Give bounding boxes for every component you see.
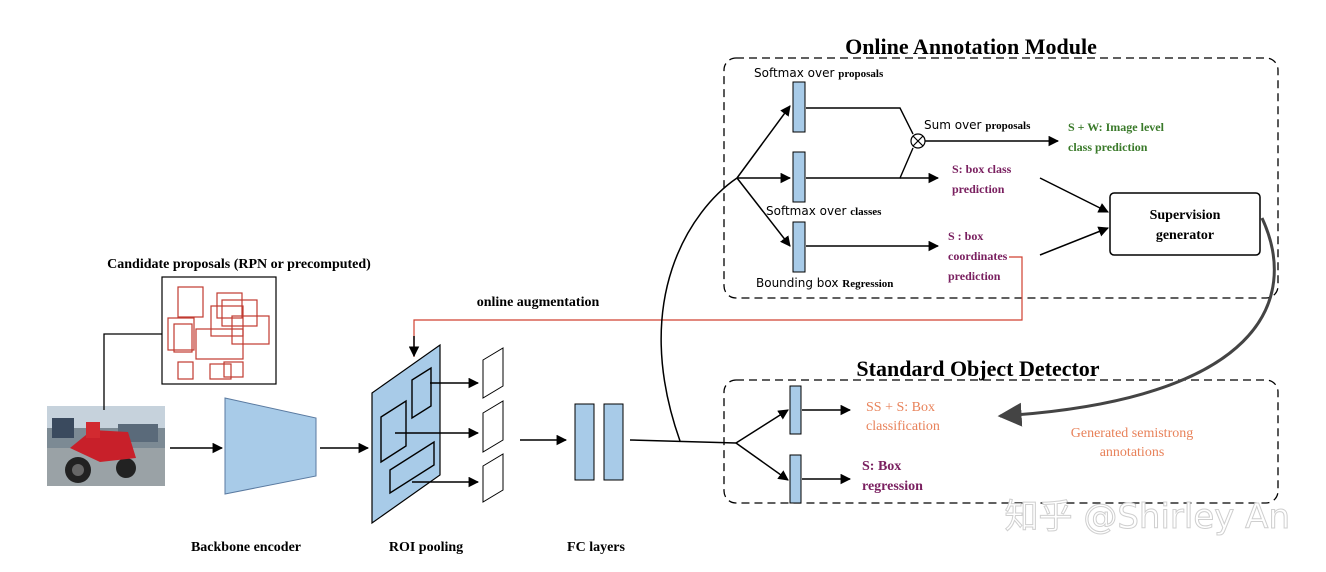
classes-to-sum-line — [806, 147, 914, 179]
sum-operator-icon — [910, 133, 926, 149]
box-coordinates-prediction-line1: S : box — [948, 229, 983, 243]
supervision-generator-box — [1109, 192, 1261, 256]
box-class-prediction-line1: S: box class — [952, 162, 1012, 176]
box-classification-line1: SS + S: Box — [866, 400, 935, 415]
backbone-encoder-label: Backbone encoder — [191, 540, 301, 555]
fc-layer-1 — [574, 403, 595, 481]
softmax-proposals-block — [792, 81, 806, 133]
proposals-to-sum-line — [806, 107, 914, 135]
online-augmentation-label: online augmentation — [477, 295, 600, 310]
box-regression-line2: regression — [862, 479, 923, 494]
fc-output-line — [629, 439, 737, 444]
box-coordinates-prediction-line2: coordinates — [948, 249, 1008, 263]
coord-to-supervision-arrow — [1039, 226, 1109, 256]
pooled-features — [482, 347, 504, 503]
online-module-box — [723, 57, 1279, 299]
detector-branch-upper — [735, 409, 789, 444]
box-regression-line1: S: Box — [862, 459, 901, 474]
detector-branch-lower — [735, 442, 789, 481]
fc-layers-label: FC layers — [567, 540, 625, 555]
softmax-classes-block — [792, 151, 806, 203]
backbone-encoder-shape — [224, 397, 317, 495]
detector-classification-block — [789, 385, 802, 435]
generated-annotations-line2: annotations — [1100, 445, 1165, 460]
branch-to-bbox-regression — [736, 177, 791, 247]
image-level-prediction-line2: class prediction — [1068, 140, 1148, 154]
standard-detector-title: Standard Object Detector — [856, 356, 1099, 381]
box-class-to-supervision-arrow — [1039, 177, 1109, 213]
online-module-title: Online Annotation Module — [845, 34, 1097, 59]
fc-to-online-curve — [660, 177, 738, 442]
bbox-regression-label: Bounding box Regression — [756, 276, 893, 290]
online-augmentation-line — [413, 256, 1023, 357]
supervision-generator-line2: generator — [1156, 228, 1214, 243]
roi-pooling-label: ROI pooling — [389, 540, 463, 555]
box-classification-line2: classification — [866, 419, 940, 434]
branch-to-softmax-proposals — [736, 105, 791, 179]
image-level-prediction-line1: S + W: Image level — [1068, 120, 1165, 134]
candidate-proposals-box — [161, 276, 277, 385]
candidate-proposals-label: Candidate proposals (RPN or precomputed) — [107, 257, 371, 272]
proposal-rectangles — [167, 286, 270, 380]
detector-regression-block — [789, 454, 802, 504]
roi-inner-boxes — [380, 366, 435, 495]
sum-over-label: Sum over proposals — [924, 118, 1031, 132]
box-class-prediction-line2: prediction — [952, 182, 1005, 196]
image-to-proposals-line — [103, 333, 162, 410]
box-coordinates-prediction-line3: prediction — [948, 269, 1001, 283]
input-image — [47, 406, 165, 486]
softmax-proposals-label: Softmax over proposals — [754, 66, 884, 80]
standard-detector-box — [723, 379, 1279, 504]
supervision-generator-line1: Supervision — [1150, 208, 1221, 223]
fc-layer-2 — [603, 403, 624, 481]
watermark: 知乎 @Shirley An — [1005, 497, 1290, 537]
generated-annotations-line1: Generated semistrong — [1071, 426, 1193, 441]
softmax-classes-label: Softmax over classes — [766, 204, 882, 218]
supervision-to-detector-curve — [997, 217, 1276, 427]
bbox-regression-block — [792, 221, 806, 273]
